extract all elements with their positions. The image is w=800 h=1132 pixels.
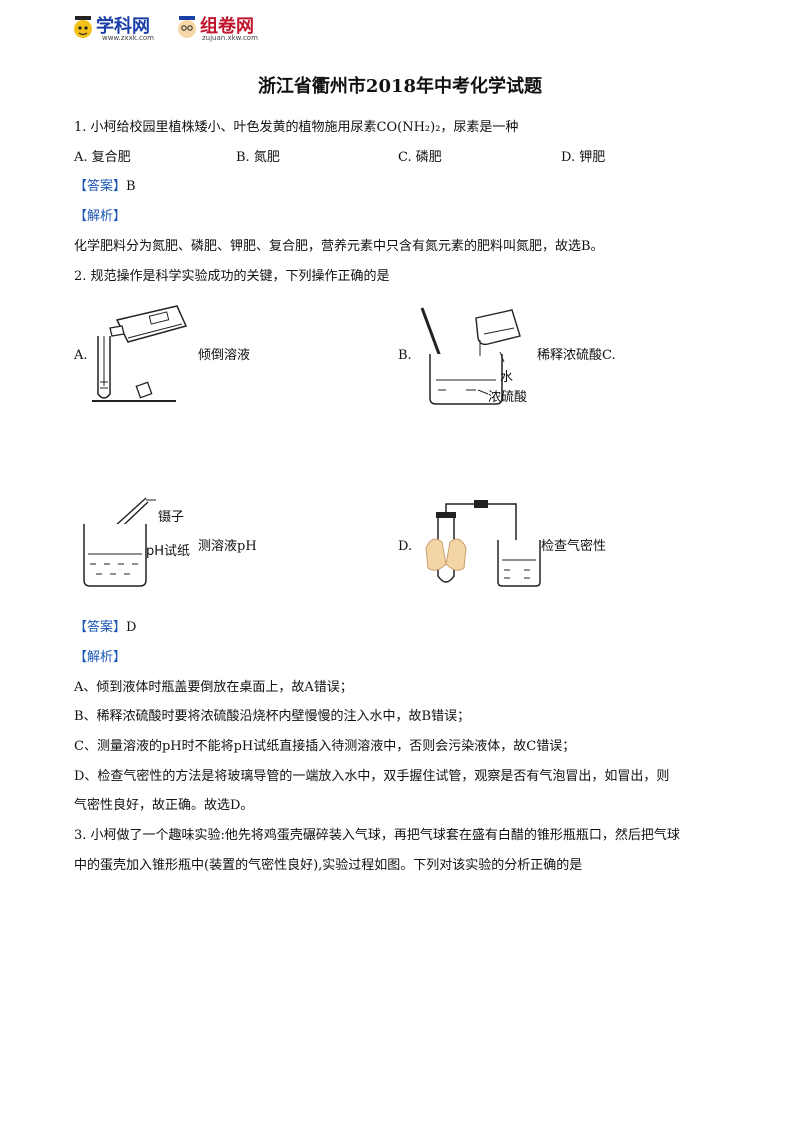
q2-answer: 【答案】D [74,619,136,637]
answer-value: B [126,179,136,194]
q1-answer: 【答案】B [74,178,136,196]
q1-option-d: D. 钾肥 [561,150,606,165]
q1-option-a: A. 复合肥 [74,150,131,165]
q2-option-a-text: 倾倒溶液 [198,348,251,363]
q2-option-b-acid-label: 浓硫酸 [488,390,528,405]
logo-xuekewang: 学科网 [96,16,150,37]
mascot-icon [74,16,92,38]
measure-ph-figure [83,497,156,587]
q2-option-a-letter: A. [74,348,88,363]
q2-analysis-line: A、倾到液体时瓶盖要倒放在桌面上，故A错误； [74,680,353,695]
q3-stem-line: 中的蛋壳加入锥形瓶中(装置的气密性良好),实验过程如图。下列对该实验的分析正确的… [74,858,583,873]
header-logos: 学科网 www.zxxk.com 组卷网 zujuan.xkw.com [72,10,272,46]
q1-option-b: B. 氮肥 [236,150,280,165]
logo-zujuanwang-url: zujuan.xkw.com [202,34,258,42]
answer-tag: 【答案】 [74,620,127,635]
pouring-liquid-figure [92,305,188,402]
page-title: 浙江省衢州市2018年中考化学试题 [257,76,543,97]
q2-stem: 2. 规范操作是科学实验成功的关键，下列操作正确的是 [74,269,390,284]
q1-analysis-tag: 【解析】 [74,209,127,224]
q2-analysis-line: D、检查气密性的方法是将玻璃导管的一端放入水中，双手握住试管，观察是否有气泡冒出… [74,769,670,784]
dilute-acid-figure [420,307,521,405]
logo-zujuanwang: 组卷网 [200,16,254,37]
q2-analysis-line: B、稀释浓硫酸时要将浓硫酸沿烧杯内壁慢慢的注入水中，故B错误； [74,709,471,724]
q2-analysis-tag: 【解析】 [74,650,127,665]
q2-analysis-line: 气密性良好，故正确。故选D。 [74,798,254,813]
q2-option-d-letter: D. [398,539,413,554]
logo-xuekewang-url: www.zxxk.com [102,34,154,42]
q1-stem: 1. 小柯给校园里植株矮小、叶色发黄的植物施用尿素CO(NH₂)₂，尿素是一种 [74,120,519,135]
q1-option-c: C. 磷肥 [398,150,442,165]
answer-value: D [126,620,137,635]
airtightness-figure [425,500,541,587]
q1-analysis: 化学肥料分为氮肥、磷肥、钾肥、复合肥，营养元素中只含有氮元素的肥料叫氮肥，故选B… [74,239,604,254]
student-icon [178,16,196,38]
q2-option-c-text: 测溶液pH [198,539,257,554]
q2-option-b-text: 稀释浓硫酸C. [537,348,616,363]
q2-option-c-tweezer-label: 镊子 [158,510,185,525]
q2-option-c-paper-label: pH试纸 [146,544,191,559]
answer-tag: 【答案】 [74,179,127,194]
q3-stem-line: 3. 小柯做了一个趣味实验:他先将鸡蛋壳碾碎装入气球，再把气球套在盛有白醋的锥形… [74,828,680,843]
q2-analysis-line: C、测量溶液的pH时不能将pH试纸直接插入待测溶液中，否则会污染液体，故C错误； [74,739,576,754]
q2-option-b-letter: B. [398,348,412,363]
q2-option-d-text: 检查气密性 [541,539,607,554]
q2-option-b-water-label: 水 [500,370,514,385]
